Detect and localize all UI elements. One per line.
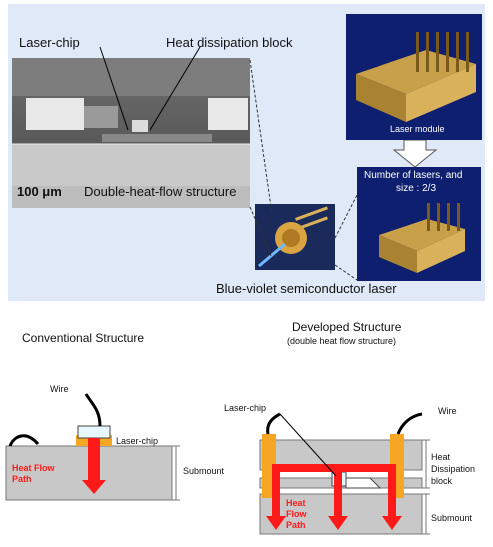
developed-title: Developed Structure (292, 320, 402, 334)
developed-wire-label: Wire (438, 406, 457, 416)
developed-chip-label: Laser-chip (224, 403, 267, 413)
block-label-line3: block (431, 476, 453, 486)
sem-cross-section-image (12, 58, 250, 208)
laser-caption: Blue-violet semiconductor laser (216, 281, 397, 296)
conventional-submount-label: Submount (183, 466, 225, 476)
sem-caption: Double-heat-flow structure (84, 184, 237, 199)
laser-module-image (346, 14, 482, 140)
module-label: Laser module (390, 124, 445, 134)
scale-label: 100 μm (17, 184, 62, 199)
conventional-heat-path-line2: Path (12, 474, 32, 484)
conventional-diagram (5, 393, 180, 501)
developed-subtitle: (double heat flow structure) (287, 336, 397, 346)
conventional-chip-label: Laser-chip (116, 436, 159, 446)
reduced-module-image (357, 167, 481, 281)
laser-chip-label: Laser-chip (19, 35, 80, 50)
reduction-label-line1: Number of lasers, and (364, 170, 463, 181)
developed-heat-path-line3: Path (286, 520, 306, 530)
developed-diagram (259, 412, 430, 535)
down-arrow-icon (392, 140, 438, 168)
reduction-label-line2: size : 2/3 (396, 183, 437, 194)
blue-laser-image (255, 204, 335, 270)
developed-heat-path-line2: Flow (286, 509, 307, 519)
developed-submount-label: Submount (431, 513, 473, 523)
conventional-title: Conventional Structure (22, 331, 145, 345)
block-label-line2: Dissipation (431, 464, 476, 474)
block-label-line1: Heat (431, 452, 451, 462)
developed-heat-path-line1: Heat (286, 498, 306, 508)
conventional-wire-label: Wire (50, 384, 69, 394)
conventional-heat-path-line1: Heat Flow (12, 463, 55, 473)
heat-block-label: Heat dissipation block (166, 35, 293, 50)
